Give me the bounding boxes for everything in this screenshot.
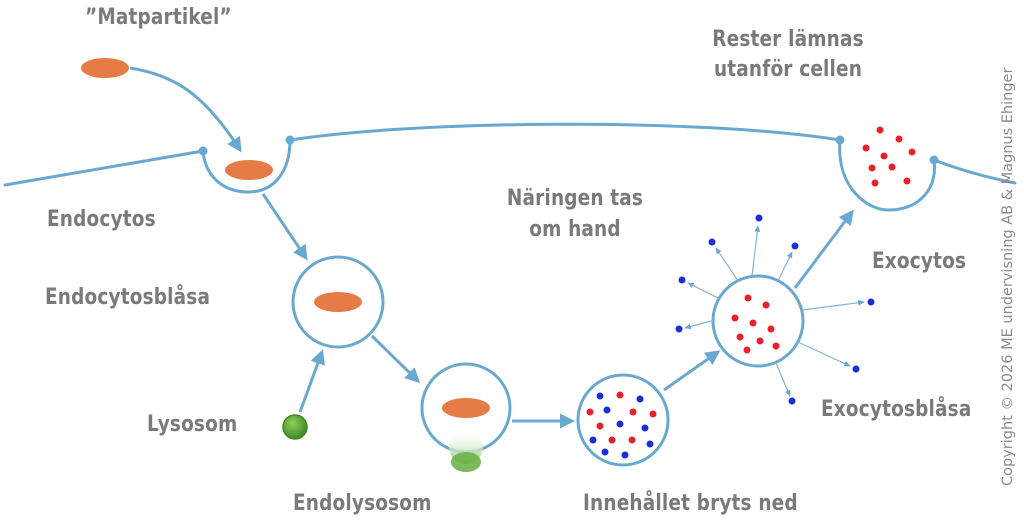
arrow-membrane-to-vesicle	[261, 193, 308, 261]
food-particle	[81, 58, 129, 78]
label-exocytosis: Exocytos	[872, 249, 967, 274]
label-lysosome: Lysosom	[147, 412, 238, 437]
label-exocytosis-vesicle: Exocytosblåsa	[821, 397, 972, 422]
cell-membrane	[3, 122, 1017, 212]
label-residues-line2: utanför cellen	[713, 57, 863, 82]
label-food-particle: ”Matpartikel”	[85, 5, 232, 30]
expelled-residues	[862, 126, 916, 187]
arrow-breakdown-to-exocytosis	[663, 350, 721, 392]
arrow-exocytosis-to-membrane	[793, 209, 854, 289]
arrow-food-to-membrane	[129, 66, 242, 153]
arrow-lysosome-to-vesicle	[298, 349, 325, 413]
food-particle-vesicle	[314, 292, 362, 312]
lysosome-fusing	[449, 430, 483, 472]
food-particle-endolysosome	[442, 398, 490, 418]
exocytosis-vesicle	[711, 274, 805, 368]
label-endolysosome: Endolysosom	[293, 491, 432, 516]
arrow-vesicle-to-endolysosome	[370, 334, 421, 384]
label-residues-line1: Rester lämnas	[712, 27, 864, 52]
label-endocytosis: Endocytos	[47, 207, 156, 232]
label-nutrients-line2: om hand	[529, 217, 621, 242]
label-breakdown: Innehållet bryts ned	[583, 491, 798, 516]
exocytosis-red-molecules	[731, 294, 780, 354]
released-nutrient-dots	[675, 214, 875, 405]
breakdown-molecules	[586, 391, 657, 459]
lysosome	[282, 414, 308, 440]
food-particle-endocytosis	[225, 160, 273, 180]
released-nutrients	[684, 225, 865, 397]
copyright-notice: Copyright © 2026 ME undervisning AB & Ma…	[1000, 67, 1016, 486]
label-nutrients-line1: Näringen tas	[506, 186, 644, 211]
label-endocytosis-vesicle: Endocytosblåsa	[45, 285, 211, 310]
breakdown-vesicle	[576, 373, 670, 467]
